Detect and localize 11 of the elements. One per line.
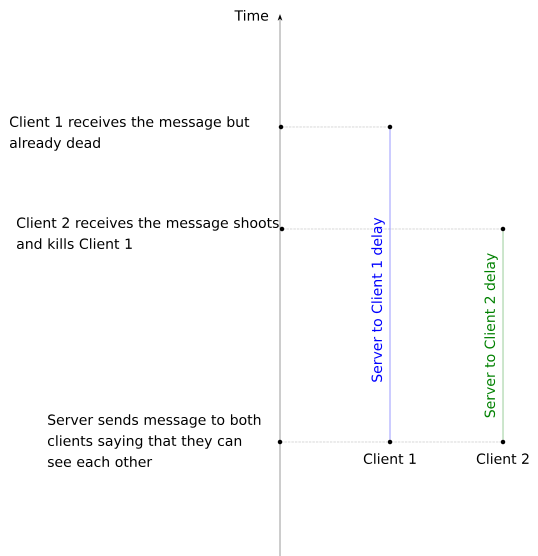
edge-label: Server to Client 1 delay (371, 218, 385, 382)
dotted-line (283, 126, 388, 128)
delay-line (502, 231, 504, 440)
event-description: Client 1 receives the message but already dead (10, 116, 250, 151)
client-label: Client 2 (476, 453, 529, 464)
client-label: Client 1 (364, 453, 416, 464)
dotted-line (284, 228, 501, 230)
event-description: Server sends message to both clients saying that they can see each other (48, 414, 260, 468)
edge-label: Server to Client 2 delay (484, 253, 498, 418)
axis-label: Time (234, 10, 268, 21)
event-description: Client 2 receives the message shoots and kills Client 1 (16, 217, 279, 250)
